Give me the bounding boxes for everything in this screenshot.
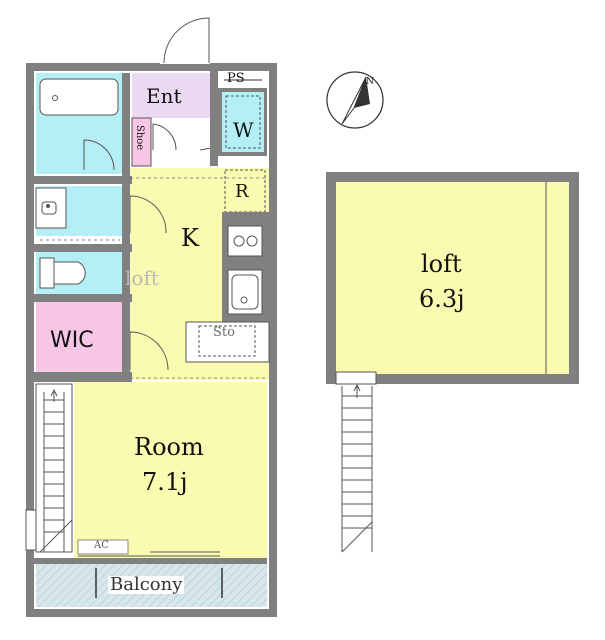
label-loft-size: 6.3j — [419, 285, 465, 313]
loft-room — [336, 182, 569, 374]
compass-icon — [326, 71, 384, 129]
label-storage: Sto — [213, 325, 235, 340]
main-room — [74, 382, 267, 558]
label-wic: WIC — [50, 328, 94, 353]
label-fridge: R — [235, 181, 249, 202]
label-kitchen: K — [181, 224, 199, 252]
label-room: Room — [134, 433, 204, 461]
door-icon — [160, 17, 210, 64]
stairs-icon — [35, 383, 73, 553]
label-ac: AC — [94, 540, 109, 551]
label-balcony: Balcony — [108, 574, 185, 595]
bathtub-icon — [39, 78, 119, 116]
label-room-size: 7.1j — [142, 468, 188, 496]
label-loft-ghost: loft — [125, 266, 159, 290]
wic-room — [36, 302, 122, 372]
loft-stairs-icon — [341, 383, 373, 553]
washer-space — [222, 92, 264, 152]
label-washer: W — [233, 118, 254, 142]
entrance — [132, 73, 210, 118]
toilet-icon — [39, 257, 86, 289]
label-loft: loft — [421, 250, 462, 278]
label-ps: PS — [227, 71, 245, 86]
sink-icon — [227, 269, 263, 315]
label-entrance: Ent — [146, 84, 182, 108]
label-shoe: Shoe — [134, 125, 145, 151]
compass-north-letter: N — [366, 77, 374, 87]
shoe-cabinet — [131, 117, 152, 167]
